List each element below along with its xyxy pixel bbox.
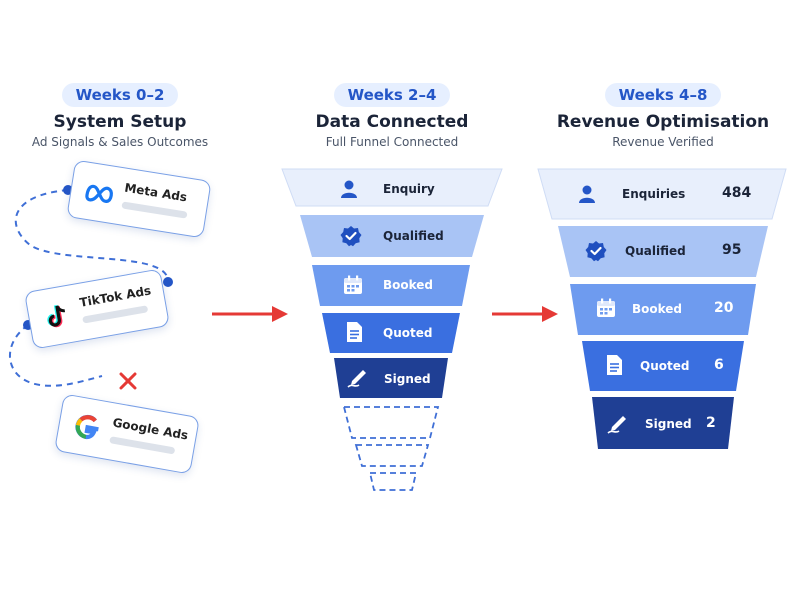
stage-subtitle: Revenue Verified (612, 135, 714, 149)
weeks-pill: Weeks 0–2 (61, 83, 179, 107)
badge-check-icon (340, 226, 362, 247)
funnel-label: Signed (384, 372, 431, 386)
calendar-icon (344, 275, 362, 294)
user-icon (341, 180, 357, 198)
funnel-value: 2 (706, 415, 716, 431)
funnel-placeholder-tier (342, 406, 440, 439)
google-logo-icon (75, 415, 99, 440)
signature-pen-icon (347, 370, 366, 388)
ad-card-meta: Meta Ads (66, 159, 212, 239)
funnel-label: Booked (632, 302, 683, 316)
badge-check-icon (585, 241, 607, 262)
funnel-middle (281, 168, 503, 491)
document-icon (347, 322, 362, 342)
stage-title: Revenue Optimisation (556, 112, 770, 132)
document-icon (607, 355, 622, 375)
funnel-tier-signed (334, 358, 448, 398)
funnel-placeholder-tier (354, 444, 430, 467)
funnel-tier-booked (570, 284, 756, 335)
funnel-label: Quoted (383, 326, 433, 340)
funnel-tier-qualified (558, 226, 768, 277)
tiktok-logo-icon (47, 305, 66, 328)
weeks-pill: Weeks 4–8 (604, 83, 722, 107)
funnel-placeholder-tier (368, 472, 418, 491)
funnel-tier-quoted (582, 341, 744, 391)
stage-header-data: Weeks 2–4 Data Connected Full Funnel Con… (282, 83, 502, 149)
funnel-label: Qualified (625, 244, 686, 258)
weeks-pill: Weeks 2–4 (333, 83, 451, 107)
funnel-label: Booked (383, 278, 434, 292)
funnel-tier-booked (312, 265, 470, 306)
funnel-tier-signed (592, 397, 734, 449)
stage-header-setup: Weeks 0–2 System Setup Ad Signals & Sale… (10, 83, 230, 149)
funnel-tier-enquiries (537, 168, 787, 220)
funnel-value: 484 (722, 185, 752, 201)
funnel-label: Signed (645, 417, 692, 431)
funnel-right (537, 168, 787, 449)
funnel-label: Enquiries (622, 187, 686, 201)
placeholder-bar (82, 305, 149, 324)
user-icon (579, 185, 595, 203)
meta-logo-icon (85, 184, 113, 203)
funnel-value: 6 (714, 357, 724, 373)
funnel-tier-qualified (300, 215, 484, 257)
ad-card-google: Google Ads (54, 393, 200, 475)
funnel-tier-enquiry (281, 168, 503, 207)
signature-pen-icon (607, 416, 626, 434)
arrow-right-icon (212, 306, 288, 322)
calendar-icon (597, 298, 615, 317)
funnel-label: Qualified (383, 229, 444, 243)
funnel-label: Enquiry (383, 182, 435, 196)
stage-title: Data Connected (315, 112, 469, 132)
stage-subtitle: Full Funnel Connected (325, 135, 459, 149)
funnel-value: 95 (722, 242, 742, 258)
cross-icon (119, 372, 137, 390)
stage-subtitle: Ad Signals & Sales Outcomes (31, 135, 209, 149)
ad-card-tiktok: TikTok Ads (24, 268, 170, 350)
stage-title: System Setup (53, 112, 187, 132)
arrow-right-icon (492, 306, 558, 322)
funnel-value: 20 (714, 300, 734, 316)
funnel-label: Quoted (640, 359, 690, 373)
ad-name: Meta Ads (123, 180, 189, 205)
placeholder-bar (121, 201, 188, 219)
stage-header-revenue: Weeks 4–8 Revenue Optimisation Revenue V… (548, 83, 778, 149)
